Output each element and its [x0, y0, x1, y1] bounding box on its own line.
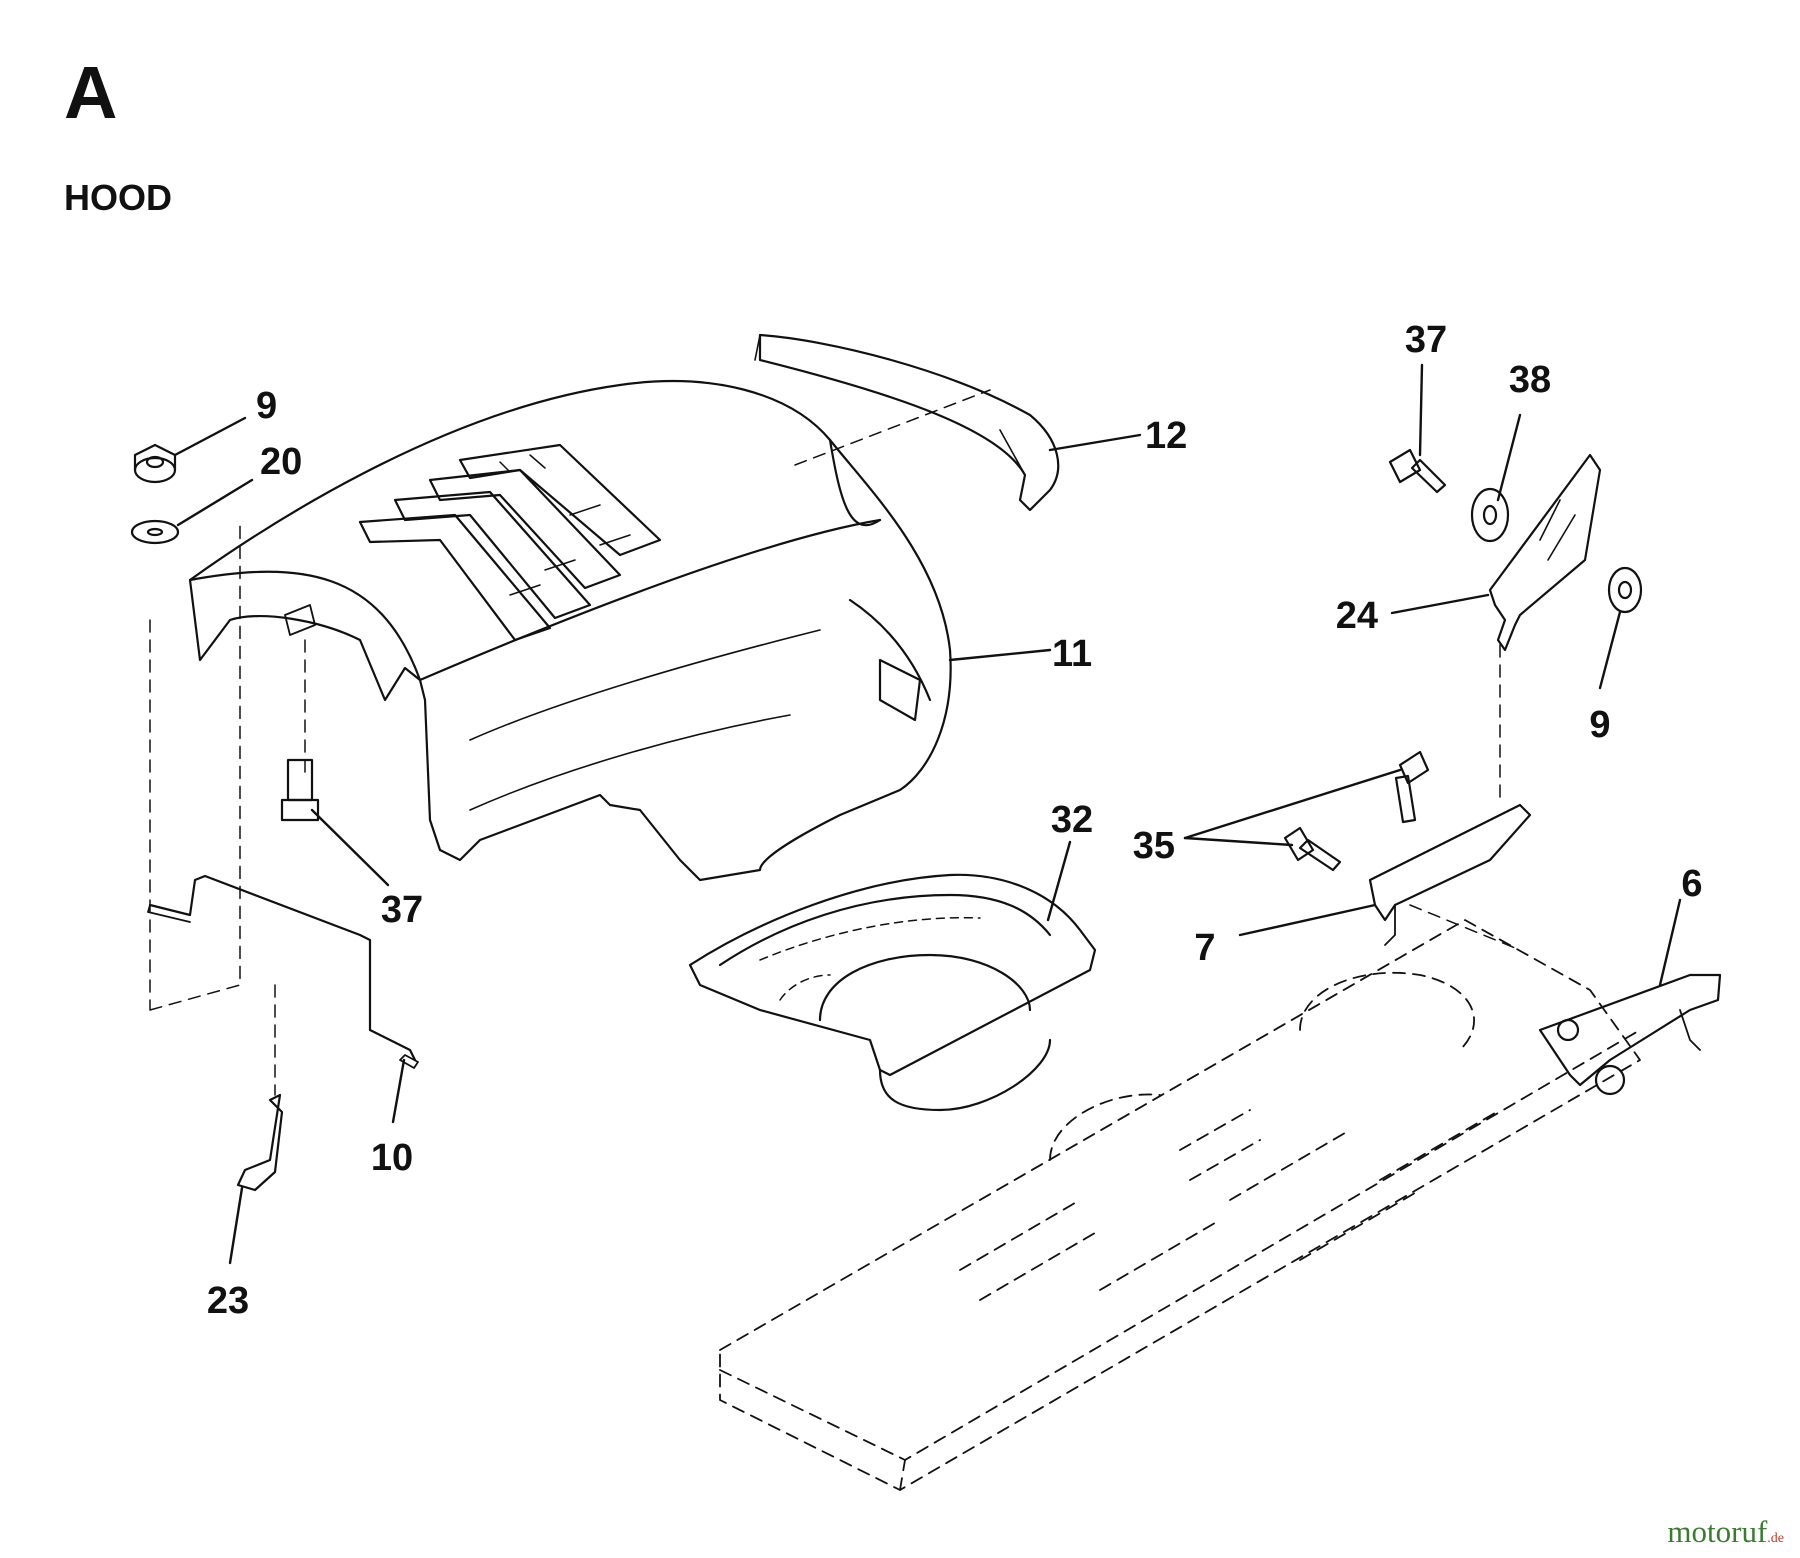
callout-38-washer: 38: [1509, 359, 1551, 401]
callout-6-pivot: 6: [1681, 863, 1702, 905]
hood-part-11: [188, 380, 952, 882]
bolt-part-35-b: [1283, 826, 1342, 872]
callout-23-clip: 23: [207, 1280, 249, 1322]
clip-part-23: [236, 1093, 284, 1192]
callout-9-nut-left: 9: [256, 385, 277, 427]
callout-37-bolt-left: 37: [381, 889, 423, 931]
watermark-tld: .de: [1767, 1531, 1784, 1546]
callout-35-bolts: 35: [1133, 825, 1175, 867]
nut-part-9-left: [133, 443, 177, 484]
rod-part-10: [147, 874, 419, 1069]
callout-7-bracket: 7: [1194, 927, 1215, 969]
frame-outline: [149, 389, 1641, 1491]
pan-part-32: [688, 873, 1097, 1112]
nut-part-9-right: [1607, 566, 1643, 614]
callout-24-bracket: 24: [1336, 595, 1378, 637]
callout-20-washer: 20: [260, 441, 302, 483]
washer-part-20: [130, 519, 180, 545]
bolt-part-37-left: [280, 758, 320, 822]
leader-lines: [173, 363, 1682, 1265]
bracket-part-24: [1488, 453, 1602, 652]
bolt-part-35-a: [1394, 750, 1430, 824]
callout-9-nut-right: 9: [1589, 704, 1610, 746]
watermark-logo: motoruf.de: [1667, 1514, 1784, 1550]
watermark-text: motoruf: [1667, 1514, 1768, 1549]
callout-12-grille: 12: [1145, 415, 1187, 457]
knob-part-6: [1556, 1018, 1626, 1096]
washer-part-38: [1470, 487, 1510, 543]
callout-37-bolt-right: 37: [1405, 319, 1447, 361]
section-letter: A: [64, 51, 118, 134]
pivot-part-6: [1538, 973, 1722, 1087]
callout-10-rod: 10: [371, 1137, 413, 1179]
callout-32-pan: 32: [1051, 799, 1093, 841]
bracket-part-7: [1368, 803, 1532, 946]
diagram-title: HOOD: [64, 177, 172, 218]
callout-11-hood: 11: [1052, 633, 1092, 675]
bolt-part-37-right: [1388, 448, 1447, 494]
grille-part-12: [754, 333, 1060, 512]
